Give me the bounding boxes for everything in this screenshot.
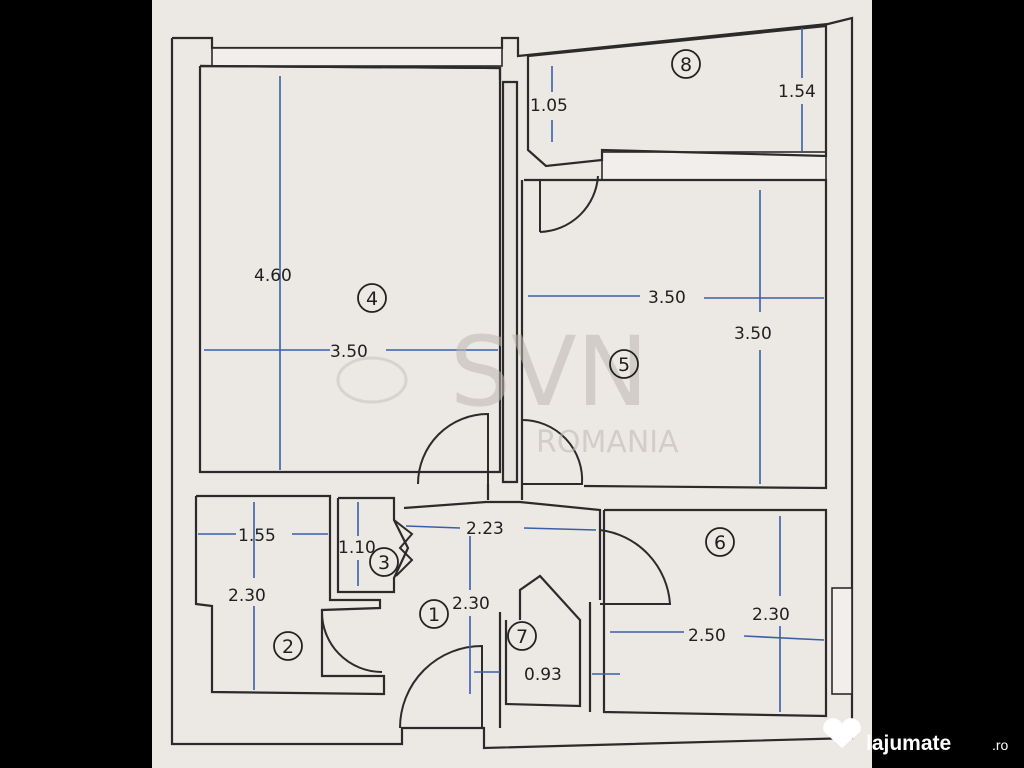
room-number-4: 4 <box>366 288 378 310</box>
hall-outline <box>403 500 602 600</box>
watermark: SVN ROMANIA <box>336 316 679 460</box>
dim-room4-height: 4.60 <box>254 266 292 286</box>
dimension-lines <box>198 28 825 712</box>
dim-room6-width: 2.50 <box>688 626 726 646</box>
dim-room8-right: 1.54 <box>778 82 816 102</box>
dim-room7-width: 0.93 <box>524 665 562 685</box>
brand-suffix: .ro <box>992 737 1009 753</box>
dim-room5-height: 3.50 <box>734 324 772 344</box>
room-number-1: 1 <box>428 604 440 626</box>
dim-room6-height: 2.30 <box>752 605 790 625</box>
dim-hall-width: 2.23 <box>466 519 504 539</box>
room-number-5: 5 <box>618 354 630 376</box>
room5-outline <box>524 178 828 490</box>
dim-room8-left: 1.05 <box>530 96 568 116</box>
heart-icon <box>823 718 861 748</box>
outer-walls <box>170 16 854 750</box>
room-number-7: 7 <box>516 626 528 648</box>
dim-room5-width: 3.50 <box>648 288 686 308</box>
window-room6 <box>831 587 853 695</box>
dim-room2-height: 2.30 <box>228 586 266 606</box>
brand-name: lajumate <box>866 732 951 755</box>
doors <box>320 175 672 729</box>
dim-room4-width: 3.50 <box>330 342 368 362</box>
room-number-8: 8 <box>680 54 692 76</box>
dim-room2-width: 1.55 <box>238 526 276 546</box>
room-number-6: 6 <box>714 532 726 554</box>
room4-outline <box>198 64 502 474</box>
dim-room3-width: 1.10 <box>338 538 376 558</box>
window-room4 <box>211 47 503 67</box>
dimension-labels: 4.60 3.50 3.50 3.50 1.05 1.54 2.30 2.50 … <box>228 82 816 685</box>
watermark-main: SVN <box>450 316 648 428</box>
brand-logo: lajumate .ro <box>823 718 1009 755</box>
room-number-3: 3 <box>378 552 390 574</box>
room8-outline <box>526 24 828 168</box>
room2-outline <box>194 494 386 696</box>
partition-wall <box>501 80 519 484</box>
room7-outline <box>504 574 582 708</box>
room3-outline <box>336 496 410 594</box>
window-room5 <box>601 151 827 181</box>
room-number-2: 2 <box>282 636 294 658</box>
room6-outline <box>602 508 828 718</box>
watermark-sub: ROMANIA <box>536 425 679 460</box>
dim-hall-height: 2.30 <box>452 594 490 614</box>
room-numbers: 4 5 8 6 2 3 1 7 <box>273 49 735 661</box>
